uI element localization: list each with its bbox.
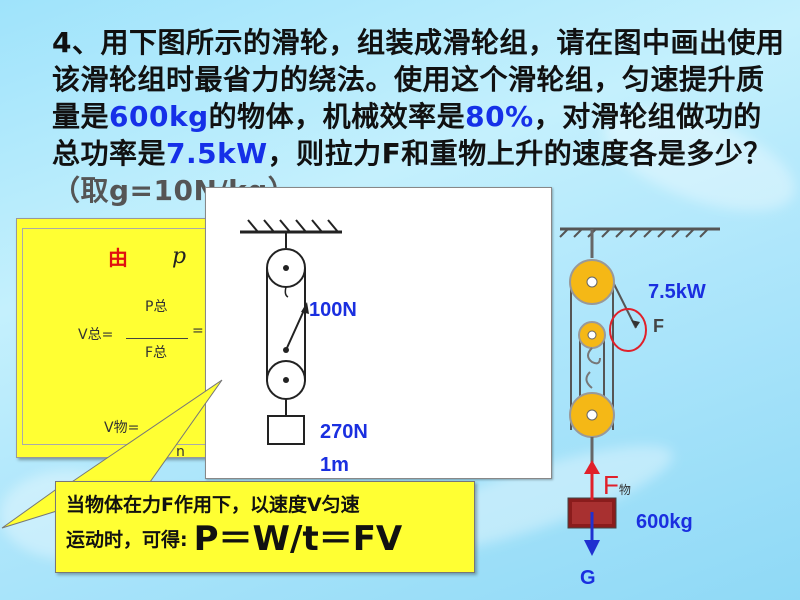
popup-force-label: 100N — [309, 299, 357, 321]
pulley-diagram — [559, 227, 720, 556]
power-formula: P＝W/t＝FV — [193, 519, 403, 559]
solution-p: p — [172, 244, 187, 269]
formula-callout: 当物体在力F作用下，以速度V匀速 运动时，可得:P＝W/t＝FV — [55, 481, 475, 573]
diagram-power-label: 7.5kW — [648, 281, 706, 303]
popup-distance-label: 1m — [320, 454, 349, 476]
solution-n: n — [176, 444, 185, 460]
solution-panel-frame — [22, 228, 229, 445]
solution-you: 由 — [108, 246, 128, 270]
diagram-mass-label: 600kg — [636, 511, 693, 533]
solution-f-total: F总 — [145, 345, 168, 361]
solution-p-total: P总 — [145, 299, 168, 315]
callout-line-2: 运动时，可得:P＝W/t＝FV — [66, 519, 403, 559]
diagram-g-label: G — [580, 567, 596, 589]
popup-weight-label: 270N — [320, 421, 368, 443]
solution-v-obj: V物= — [104, 420, 140, 436]
pulley-popup: 100N 270N 1m — [205, 187, 552, 479]
fraction-bar — [126, 338, 188, 339]
solution-eq: = — [192, 323, 204, 339]
simple-pulley-diagram — [240, 219, 342, 445]
diagram-f-obj-label: F物 — [603, 470, 631, 500]
callout-line-1: 当物体在力F作用下，以速度V匀速 — [66, 494, 360, 516]
diagram-f-label: F — [653, 316, 664, 336]
callout-text: 当物体在力F作用下，以速度V匀速 运动时，可得:P＝W/t＝FV — [66, 488, 402, 557]
problem-text: 4、用下图所示的滑轮，组装成滑轮组，请在图中画出使用该滑轮组时最省力的绕法。使用… — [52, 26, 785, 207]
solution-v-total: V总= — [78, 327, 114, 343]
